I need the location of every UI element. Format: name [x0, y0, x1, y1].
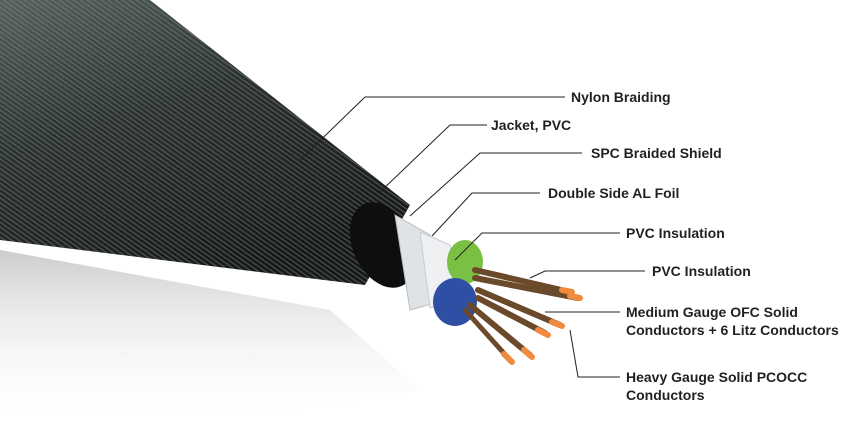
leader-spc-shield	[409, 152, 582, 217]
leader-jacket	[379, 124, 487, 193]
label-medium-gauge-line1: Medium Gauge OFC Solid	[626, 304, 798, 320]
label-pvc-insulation-1: PVC Insulation	[626, 225, 725, 241]
label-heavy-gauge-line2: Conductors	[626, 387, 705, 403]
leader-pvc-insulation-1	[454, 232, 620, 261]
label-heavy-gauge-conductors: Heavy Gauge Solid PCOCC Conductors	[626, 368, 807, 404]
leader-lines	[299, 96, 645, 378]
label-medium-gauge-line2: Conductors + 6 Litz Conductors	[626, 322, 839, 338]
label-jacket-pvc: Jacket, PVC	[491, 117, 572, 133]
label-spc-braided-shield: SPC Braided Shield	[591, 145, 722, 161]
label-medium-gauge-conductors: Medium Gauge OFC Solid Conductors + 6 Li…	[626, 303, 839, 339]
label-nylon-braiding: Nylon Braiding	[571, 89, 671, 105]
leader-heavy-gauge	[569, 329, 620, 378]
label-pvc-insulation-2: PVC Insulation	[652, 263, 751, 279]
leader-nylon-braiding	[299, 96, 565, 161]
cable-reflection	[0, 250, 420, 426]
conductor-wires	[462, 267, 583, 365]
green-insulation	[447, 240, 483, 284]
label-heavy-gauge-line1: Heavy Gauge Solid PCOCC	[626, 369, 808, 385]
leader-al-foil	[431, 192, 540, 237]
leader-pvc-insulation-2	[529, 270, 645, 279]
label-double-side-al-foil: Double Side AL Foil	[548, 185, 680, 201]
